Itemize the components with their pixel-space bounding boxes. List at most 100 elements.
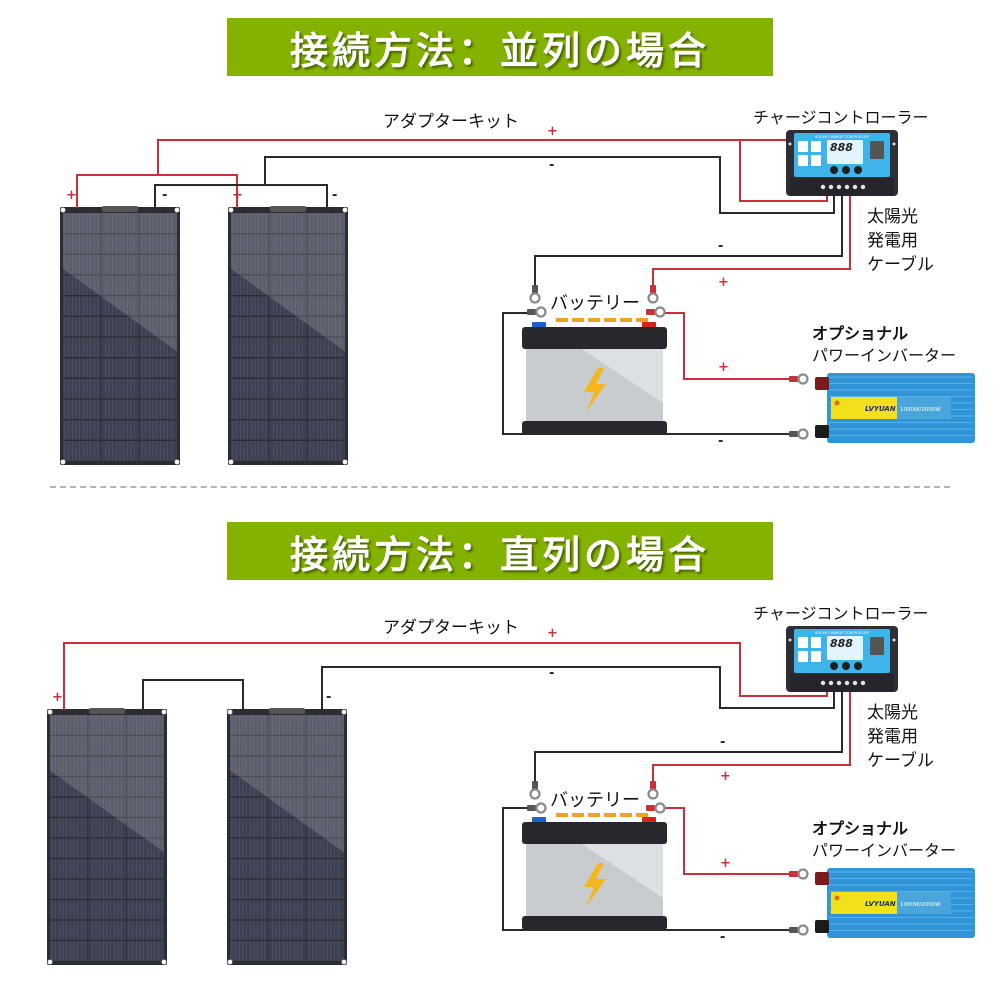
wire-positive-battery — [652, 692, 851, 783]
solar-cable-label-1: 太陽光 — [867, 703, 918, 723]
negative-sign: - — [162, 188, 168, 203]
battery-base — [522, 916, 667, 930]
ring-eye — [647, 788, 659, 800]
solar-cable-label-1: 太陽光 — [867, 207, 918, 227]
battery-vent — [604, 813, 616, 817]
terminal-screw — [852, 680, 858, 686]
controller-lcd-digits: 888 — [830, 637, 853, 650]
negative-sign: - — [332, 188, 338, 203]
positive-sign: + — [718, 275, 729, 290]
ring-eye — [797, 868, 809, 880]
battery-vent — [556, 813, 568, 817]
junction-box — [89, 708, 125, 714]
battery-label: バッテリー — [550, 293, 640, 314]
controller-header-text: SOLAR CHARGE CONTROLLER — [815, 135, 869, 139]
ring-sleeve — [646, 805, 655, 811]
controller-button — [830, 166, 838, 174]
positive-sign: + — [52, 690, 63, 705]
grommet — [228, 459, 234, 465]
wire-negative-battery — [534, 196, 843, 286]
inverter-power-text: 1000W/2000W — [900, 407, 941, 413]
ring-terminal-icon — [789, 373, 809, 385]
negative-sign: - — [549, 666, 555, 681]
grommet — [228, 207, 234, 213]
solar-panel — [60, 206, 180, 465]
grommet — [174, 207, 180, 213]
battery-vent — [556, 318, 568, 322]
positive-sign: + — [720, 856, 731, 871]
ring-sleeve — [789, 431, 798, 437]
charge-controller-label: チャージコントローラー — [753, 604, 929, 623]
ring-terminal-icon — [647, 285, 659, 304]
positive-sign: + — [66, 188, 77, 203]
terminal-screw — [836, 184, 842, 190]
terminal-strip — [790, 674, 894, 692]
adapter-kit-label: アダプターキット — [383, 112, 519, 132]
inverter-power-text: 1000W/2000W — [900, 902, 941, 908]
mount-hole — [788, 638, 792, 642]
negative-sign: - — [326, 690, 332, 705]
positive-sign: + — [547, 626, 558, 641]
grommet — [161, 709, 167, 715]
solar-panel — [227, 708, 347, 965]
solar-panel — [47, 708, 167, 965]
ring-eye — [529, 788, 541, 800]
controller-lcd — [827, 636, 863, 660]
negative-sign: - — [720, 735, 726, 750]
wire-positive-trunk — [157, 139, 828, 202]
grommet — [342, 459, 348, 465]
inverter-label-line2: パワーインバーター — [812, 346, 957, 365]
wire-series-link — [142, 679, 244, 710]
ring-terminal-icon — [527, 802, 547, 814]
battery-lid — [522, 327, 667, 349]
positive-sign: + — [720, 769, 731, 784]
battery-label: バッテリー — [550, 790, 640, 811]
section-title-banner: 接続方法：直列の場合 — [227, 522, 773, 580]
battery-vent — [620, 318, 632, 322]
wire-positive-battery — [652, 196, 851, 286]
mount-hole — [892, 638, 896, 642]
positive-sign: + — [547, 124, 558, 139]
ring-eye — [797, 428, 809, 440]
panel-glare — [63, 213, 177, 352]
terminal-screw — [844, 680, 850, 686]
terminal-screw — [860, 184, 866, 190]
junction-box — [102, 206, 138, 212]
negative-sign: - — [718, 239, 724, 254]
ring-sleeve — [532, 781, 538, 790]
inverter-label-line2: パワーインバーター — [812, 841, 957, 860]
wire-negative-panels — [154, 184, 328, 208]
wire-positive-inverter — [665, 312, 790, 380]
ring-terminal-icon — [646, 306, 666, 318]
controller-lcd-digits: 888 — [830, 141, 853, 154]
controller-button — [842, 662, 850, 670]
grommet — [161, 959, 167, 965]
ring-sleeve — [650, 285, 656, 294]
junction-box — [270, 206, 306, 212]
controller-button — [854, 662, 862, 670]
junction-box — [269, 708, 305, 714]
negative-sign: - — [718, 434, 724, 449]
solar-cable-label-3: ケーブル — [867, 255, 934, 275]
positive-sign: + — [718, 360, 729, 375]
adapter-kit-label: アダプターキット — [383, 618, 519, 638]
ring-sleeve — [532, 285, 538, 294]
panel-glare — [231, 213, 345, 352]
charge-controller-label: チャージコントローラー — [753, 108, 929, 127]
inverter-negative-terminal — [815, 425, 829, 438]
ring-terminal-icon — [647, 781, 659, 800]
usb-port-icon — [870, 141, 884, 159]
wire-positive-panel1 — [76, 174, 238, 208]
ring-terminal-icon — [646, 802, 666, 814]
controller-button — [854, 166, 862, 174]
controller-lcd — [827, 140, 863, 164]
battery-base — [522, 421, 667, 435]
ring-eye — [529, 292, 541, 304]
mount-hole — [892, 142, 896, 146]
battery-vent — [588, 813, 600, 817]
terminal-screw — [820, 184, 826, 190]
panel-glare — [230, 715, 344, 853]
